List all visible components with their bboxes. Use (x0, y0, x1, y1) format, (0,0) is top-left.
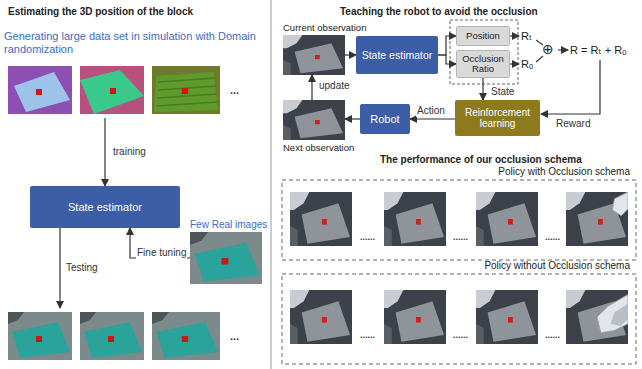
text-label: ...... (545, 330, 560, 340)
image-panel: Few Real images (190, 232, 262, 284)
illustration-part (536, 56, 543, 62)
illustration-part (290, 192, 352, 246)
illustration-part (282, 180, 636, 260)
connector (482, 78, 483, 100)
connector (104, 118, 105, 186)
illustration-part (282, 274, 636, 364)
illustration-part (283, 100, 345, 140)
node-text: Policy without Occlusion schema (484, 260, 630, 271)
illustration-part (384, 290, 446, 344)
illustration-part (476, 192, 538, 246)
node-text: State estimator (359, 49, 436, 61)
text-label: Testing (66, 262, 98, 274)
text-label: Teaching the robot to avoid the occlusio… (340, 6, 538, 18)
edge-label: training (112, 146, 147, 158)
node-text: Robot (367, 113, 402, 125)
connector (438, 36, 456, 55)
connector (345, 118, 360, 119)
node-text: Position (463, 31, 503, 41)
illustration-part (59, 228, 60, 308)
process-box: State estimator (356, 36, 438, 74)
edge-label: update (318, 80, 351, 92)
text-label: ...... (360, 232, 375, 242)
text-label: ...... (453, 232, 468, 242)
text-label: Rₜ (521, 30, 532, 43)
illustration-part (510, 63, 519, 64)
illustration-part (450, 20, 518, 84)
connector (130, 228, 190, 258)
illustration-part (510, 35, 519, 36)
text-label: R = Rₜ + Rₒ (570, 44, 626, 57)
illustration-part (283, 35, 345, 75)
illustration-part (384, 192, 446, 246)
text-label: Rₒ (521, 58, 533, 71)
illustration-part (80, 312, 144, 360)
node-text: Few Real images (190, 219, 267, 230)
text-label: ... (230, 330, 239, 343)
illustration-part (558, 49, 568, 50)
illustration-part (566, 192, 628, 246)
text-label: ... (230, 84, 239, 97)
illustration-part (271, 0, 272, 369)
node-text: Next observation (283, 142, 354, 153)
illustration-part (566, 290, 628, 344)
illustration-part (476, 290, 538, 344)
illustration-part (536, 40, 543, 45)
output-box: Position (456, 26, 510, 46)
process-box: Robot (360, 104, 410, 134)
edge-label: Fine tuning (136, 247, 187, 259)
text-label: The performance of our occlusion schema (380, 154, 582, 166)
node-text: Current observation (283, 22, 366, 33)
illustration-part (290, 290, 352, 344)
learner-box: Reinforcement learning (455, 100, 540, 136)
node-text: Generating large data set in simulation … (4, 30, 266, 56)
output-box: Occlusion Ratio (456, 50, 510, 78)
node-text: State estimator (65, 201, 145, 213)
connector (345, 54, 356, 55)
observation-image: Next observation (283, 100, 345, 140)
edge-label: Action (416, 105, 446, 117)
observation-image: Current observation (283, 35, 345, 75)
illustration-part (541, 60, 600, 114)
text-label: Reward (556, 118, 590, 130)
node-text: Policy with Occlusion schema (498, 166, 630, 177)
illustration-part (8, 312, 72, 360)
illustration-part (8, 66, 72, 114)
illustration-part (80, 66, 144, 114)
text-label: Estimating the 3D position of the block (8, 6, 193, 18)
edge-label: State (490, 86, 515, 98)
text-label: ...... (545, 232, 560, 242)
text-label: ...... (453, 330, 468, 340)
illustration-part (190, 232, 262, 284)
connector (438, 55, 456, 64)
connector (410, 118, 455, 119)
policy-panel: Policy with Occlusion schema (282, 166, 636, 260)
illustration-part (152, 66, 220, 114)
image-group: Generating large data set in simulation … (4, 30, 266, 118)
node-text: Occlusion Ratio (457, 54, 509, 75)
illustration-part (152, 312, 220, 360)
text-label: ⊕ (542, 41, 554, 57)
policy-panel: Policy without Occlusion schema (282, 260, 636, 364)
text-label: ...... (360, 330, 375, 340)
connector (311, 75, 312, 100)
process-box: State estimator (30, 186, 180, 228)
node-text: Reinforcement learning (455, 107, 540, 130)
